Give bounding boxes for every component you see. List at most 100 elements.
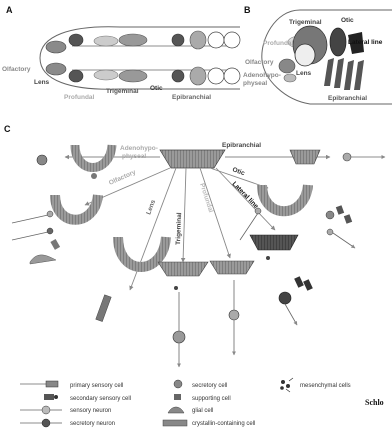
supporting-cell (303, 279, 313, 291)
arrow (200, 168, 230, 258)
epibranchial-placode-b (354, 60, 364, 90)
label-lens-a: Lens (34, 79, 50, 86)
secretory-cell (173, 331, 185, 343)
profundal-placode-a (94, 70, 118, 80)
secretory-neuron (47, 228, 53, 234)
supporting-cell-icon (174, 394, 181, 400)
legend-label: secretory neuron (70, 421, 115, 427)
panel-c-letter: C (4, 124, 11, 134)
trigeminal-placode-a (119, 34, 147, 46)
secretory-cell-icon (174, 380, 182, 388)
label-lens-c: Lens (145, 199, 157, 216)
secretory-cell (279, 292, 291, 304)
legend-label: glial cell (192, 408, 213, 414)
label-line: physeal (243, 80, 267, 87)
central-placode (160, 150, 225, 168)
sensory-neuron (327, 229, 333, 235)
epibranchial-placode-b (334, 58, 344, 88)
label-trigeminal-a: Trigeminal (106, 88, 139, 95)
label-epibranchial-a: Epibranchial (172, 94, 211, 101)
label-adenohypophyseal-c: Adenohypo- physeal (120, 145, 160, 160)
label-olfactory-a: Olfactory (2, 66, 31, 73)
arrow (183, 168, 186, 262)
olfactory-placode-b (279, 59, 295, 73)
supporting-cell (344, 214, 352, 224)
label-epibranchial-b: Epibranchial (328, 95, 367, 102)
adenohypophyseal-placode-b (284, 74, 296, 82)
mesenchymal-dot (280, 386, 284, 390)
sensory-neuron (255, 208, 261, 214)
label-profundal-c: Profundal (198, 182, 214, 213)
sensory-neuron (47, 211, 53, 217)
adenohypophyseal-pit (75, 145, 112, 168)
legend-label: secretory cell (192, 383, 227, 389)
secondary-sensory-cell-icon (44, 394, 54, 400)
epibranchial-placode-a (190, 31, 206, 49)
profundal-placode-a (94, 36, 118, 46)
epibranchial-placode-b (344, 60, 354, 90)
lens-placode-b (295, 44, 315, 66)
olfactory-placode-a (46, 63, 66, 75)
lateral-line-placode-c (250, 235, 298, 250)
legend-label: primary sensory cell (70, 383, 123, 389)
primary-sensory-cell-icon (46, 381, 58, 387)
somite-a (224, 32, 240, 48)
legend-label: sensory neuron (70, 408, 111, 414)
otic-placode-b (330, 28, 346, 56)
legend-label: supporting cell (192, 396, 231, 402)
label-lateral-line-b: Lateral line (348, 39, 383, 46)
axon (285, 304, 297, 325)
label-line: physeal (122, 153, 146, 160)
crystallin-containing-cell-icon (163, 420, 187, 426)
label-epibranchial-c: Epibranchial (222, 142, 261, 149)
sensory-neuron (343, 153, 351, 161)
crystallin-containing-cell (96, 295, 111, 322)
axon (12, 215, 48, 223)
label-lens-b: Lens (296, 70, 312, 77)
label-trigeminal-b: Trigeminal (289, 19, 322, 26)
trigeminal-placode-a (119, 70, 147, 82)
panel-a: A Olfactory Lens Profundal Trigeminal Ot… (2, 5, 240, 101)
glial-cell (30, 255, 56, 264)
label-trigeminal-c: Trigeminal (175, 212, 183, 245)
secretory-cell (229, 310, 239, 320)
secretory-cell (326, 211, 334, 219)
otic-placode-a (172, 70, 184, 82)
somite-a (224, 68, 240, 84)
otic-vesicle (262, 185, 308, 211)
secretory-cell (91, 173, 97, 179)
secretory-cell (37, 155, 47, 165)
panel-c: C Adenohypo- physeal Epibranchial Olfact… (4, 124, 385, 367)
embryo-head-outline (262, 10, 392, 104)
mesenchymal-cell (266, 256, 270, 260)
legend-label: mesenchymal cells (300, 383, 351, 389)
label-line: Adenohypo- (120, 145, 158, 152)
legend-label: secondary sensory cell (70, 396, 131, 402)
lens-placode-a (69, 70, 83, 82)
epibranchial-placode-b (324, 58, 334, 86)
supporting-cell (294, 276, 304, 288)
supporting-cell (50, 239, 60, 250)
trigeminal-placode-c (158, 262, 208, 276)
mesenchymal-dot (286, 384, 290, 388)
panel-b-letter: B (244, 5, 251, 15)
axon (12, 232, 48, 240)
axon (333, 233, 355, 248)
legend: primary sensory cell secondary sensory c… (20, 378, 351, 427)
profundal-placode-c (210, 261, 254, 274)
secondary-sensory-cell-icon (54, 395, 58, 399)
label-adenohypophyseal-b: Adenohypo- physeal (243, 72, 283, 87)
epibranchial-placode-a (190, 67, 206, 85)
label-line: Adenohypo- (243, 72, 281, 79)
label-lateral-line-c: Lateral line (231, 181, 260, 211)
label-otic-a: Otic (150, 85, 163, 92)
panel-b: B Profundal Trigeminal Otic Lateral line… (243, 5, 392, 104)
lens-placode-a (69, 34, 83, 46)
sensory-neuron-icon (42, 406, 50, 414)
panel-a-letter: A (6, 5, 13, 15)
somite-a (208, 32, 224, 48)
supporting-cell (336, 205, 344, 215)
legend-label: crystallin-containing cell (192, 421, 255, 427)
olfactory-placode-a (46, 41, 66, 53)
